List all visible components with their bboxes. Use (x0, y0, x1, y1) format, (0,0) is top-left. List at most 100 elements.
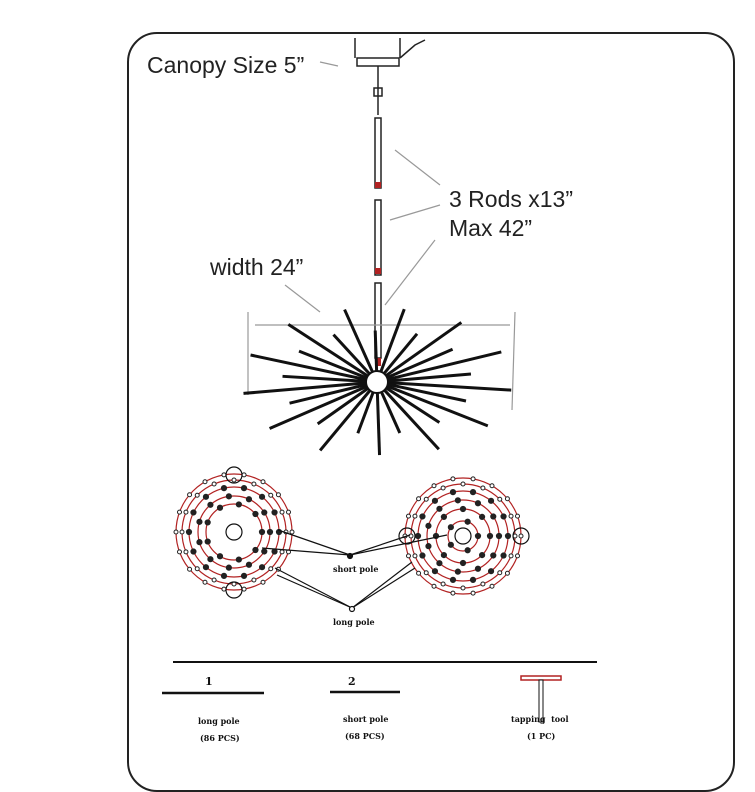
long-pole-dot (470, 590, 476, 596)
short-pole-dot (474, 532, 482, 540)
long-pole-dot (470, 476, 476, 482)
short-pole-dot (252, 546, 259, 554)
long-pole-dot (450, 476, 456, 482)
short-pole-dot (185, 528, 193, 536)
short-pole-dot (454, 497, 461, 504)
part-2-number: 2 (348, 675, 356, 688)
short-pole-dot (190, 509, 197, 516)
short-pole-dot (207, 556, 214, 563)
arm (376, 347, 454, 384)
short-pole-dot (447, 541, 454, 548)
short-pole-dot (469, 489, 477, 496)
long-pole-dot (423, 570, 429, 576)
long-pole-dot (423, 496, 429, 502)
short-pole-dot (449, 489, 457, 496)
short-pole-dot (486, 532, 494, 540)
long-pole-dot (194, 492, 200, 498)
short-pole-dot (487, 568, 495, 575)
width-label: width 24” (210, 254, 304, 280)
long-pole-dot (405, 553, 411, 559)
short-pole-dot (252, 510, 259, 518)
long-pole-callout: long pole (333, 617, 375, 627)
long-pole-dot (176, 549, 182, 555)
short-pole-dot (245, 496, 253, 503)
short-pole-dot (454, 568, 461, 575)
short-pole-dot (449, 576, 457, 583)
long-pole-dot (187, 566, 193, 572)
short-pole-dot (464, 518, 471, 525)
long-pole-dot (416, 496, 422, 502)
short-pole-dot (266, 528, 274, 536)
long-pole-dot (480, 581, 486, 587)
long-pole-dot (515, 553, 521, 559)
long-pole-dot (440, 485, 446, 491)
short-pole-dot (478, 513, 486, 521)
short-pole-dot (204, 538, 211, 545)
ring-layouts (173, 466, 530, 599)
arm (289, 380, 378, 405)
short-pole-dot (202, 493, 210, 500)
long-pole-dot (508, 513, 514, 519)
dimension-guides (247, 61, 516, 411)
mount-marker (512, 527, 530, 545)
long-pole-dot (518, 533, 524, 539)
arm (282, 374, 378, 384)
long-pole-dot (504, 570, 510, 576)
long-pole-dot (179, 529, 185, 535)
short-pole-dot (436, 560, 443, 567)
short-pole-dot (425, 543, 432, 550)
long-pole-dot (221, 472, 227, 478)
short-pole-dot (500, 513, 507, 520)
short-pole-dot (474, 565, 482, 572)
long-pole-dot (194, 566, 200, 572)
arm (287, 323, 378, 384)
short-pole-dot (225, 493, 232, 500)
long-pole-dot (515, 513, 521, 519)
long-pole-dot (460, 585, 466, 591)
long-pole-dot (412, 553, 418, 559)
short-pole-dot (464, 547, 471, 554)
long-pole-dot (497, 496, 503, 502)
long-pole-dot (231, 477, 237, 483)
short-pole-dot (196, 518, 203, 525)
leader-lines (261, 529, 448, 613)
arm (298, 349, 378, 384)
short-pole-dot (504, 532, 512, 540)
short-pole-dot (261, 509, 268, 516)
long-pole-dot (431, 583, 437, 589)
short-pole-dot (258, 564, 266, 571)
short-pole-dot (261, 548, 268, 555)
arm (250, 353, 378, 384)
long-pole-dot (405, 513, 411, 519)
max-length-label: Max 42” (449, 215, 533, 241)
long-pole-dot (508, 553, 514, 559)
long-pole-dot (440, 581, 446, 587)
long-pole-dot (480, 485, 486, 491)
mount-marker (225, 466, 243, 484)
short-pole-dot (202, 564, 210, 571)
long-pole-dot (275, 492, 281, 498)
arm (376, 380, 441, 424)
short-pole-dot (240, 485, 248, 492)
starburst-arms (243, 308, 512, 456)
short-pole-dot (490, 552, 497, 559)
short-pole-dot (220, 485, 228, 492)
arm (243, 380, 378, 395)
short-pole-dot (207, 501, 214, 508)
long-pole-dot (211, 577, 217, 583)
long-pole-dot (221, 586, 227, 592)
long-pole-dot (504, 496, 510, 502)
short-pole-dot (419, 513, 426, 520)
center-hub (365, 370, 389, 394)
short-pole-dot (447, 524, 454, 531)
arm (376, 380, 512, 392)
arm (318, 381, 379, 452)
long-pole-dot (289, 529, 295, 535)
long-pole-dot (251, 577, 257, 583)
short-pole-dot (487, 497, 495, 504)
part-3-qty: (1 PC) (527, 731, 556, 741)
short-pole-dot (225, 564, 232, 571)
mount-marker (225, 581, 243, 599)
long-pole-dot (279, 509, 285, 515)
part-2-qty: (68 PCS) (345, 731, 385, 741)
